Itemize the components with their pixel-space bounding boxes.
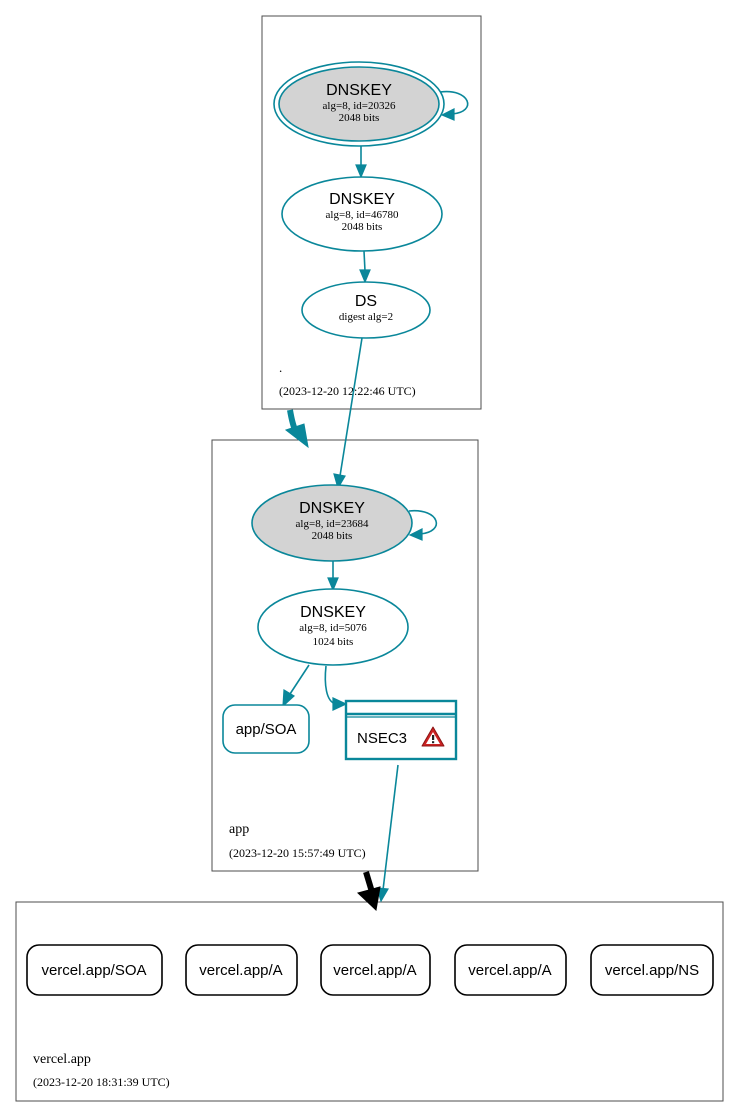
node-root-zsk-size: 2048 bits <box>342 221 383 233</box>
record-label: vercel.app/A <box>333 962 416 979</box>
zone-app-timestamp: (2023-12-20 15:57:49 UTC) <box>229 846 366 860</box>
node-root-ksk-size: 2048 bits <box>339 112 380 124</box>
zone-app-name: app <box>229 822 249 837</box>
edge-ds-to-app-ksk <box>333 337 363 490</box>
record-vercel-app-a-3[interactable]: vercel.app/A <box>454 944 567 996</box>
zone-root-name: . <box>279 360 282 375</box>
zone-vercel-app-box <box>15 901 724 1102</box>
delegation-app-to-vercel <box>357 871 381 912</box>
node-root-zsk[interactable]: DNSKEY alg=8, id=46780 2048 bits <box>281 176 443 252</box>
edge-root-ksk-to-zsk <box>355 146 367 179</box>
zone-vercel-app-timestamp: (2023-12-20 18:31:39 UTC) <box>33 1075 170 1089</box>
edge-app-zsk-to-soa <box>282 664 310 708</box>
node-nsec3[interactable]: NSEC3 <box>344 699 458 761</box>
record-label: vercel.app/A <box>468 962 551 979</box>
node-app-soa[interactable]: app/SOA <box>222 704 310 754</box>
warning-icon <box>421 726 445 747</box>
record-vercel-app-ns[interactable]: vercel.app/NS <box>590 944 714 996</box>
node-app-ds-type: DS <box>355 293 377 310</box>
node-app-ksk[interactable]: DNSKEY alg=8, id=23684 2048 bits <box>251 484 413 562</box>
node-root-ksk-type: DNSKEY <box>326 82 392 99</box>
edge-app-zsk-to-nsec3 <box>324 665 348 711</box>
record-vercel-app-a-2[interactable]: vercel.app/A <box>320 944 431 996</box>
edge-root-zsk-to-ds <box>359 250 371 284</box>
record-vercel-app-soa[interactable]: vercel.app/SOA <box>26 944 163 996</box>
node-nsec3-label: NSEC3 <box>357 730 407 747</box>
delegation-root-to-app <box>284 409 309 449</box>
edge-root-ksk-self <box>439 90 469 121</box>
node-root-ksk[interactable]: DNSKEY alg=8, id=20326 2048 bits <box>273 61 445 147</box>
record-vercel-app-a-1[interactable]: vercel.app/A <box>185 944 298 996</box>
node-app-zsk[interactable]: DNSKEY alg=8, id=5076 1024 bits <box>257 588 409 666</box>
node-app-soa-label: app/SOA <box>236 721 297 738</box>
node-app-zsk-type: DNSKEY <box>300 604 366 621</box>
node-app-ksk-detail: alg=8, id=23684 <box>296 518 369 530</box>
zone-vercel-app: vercel.app (2023-12-20 18:31:39 UTC) <box>15 901 724 1102</box>
record-label: vercel.app/SOA <box>41 962 146 979</box>
zone-vercel-app-name: vercel.app <box>33 1052 91 1067</box>
node-app-ksk-size: 2048 bits <box>312 530 353 542</box>
node-root-ksk-detail: alg=8, id=20326 <box>323 100 396 112</box>
node-app-zsk-detail: alg=8, id=5076 <box>299 622 367 634</box>
record-label: vercel.app/NS <box>605 962 699 979</box>
node-app-ksk-type: DNSKEY <box>299 500 365 517</box>
node-root-zsk-detail: alg=8, id=46780 <box>326 209 399 221</box>
node-app-zsk-size: 1024 bits <box>313 636 354 648</box>
edge-app-ksk-to-zsk <box>327 561 339 592</box>
node-app-ds-detail: digest alg=2 <box>339 311 393 323</box>
node-app-ds[interactable]: DS digest alg=2 <box>301 281 431 339</box>
zone-root-timestamp: (2023-12-20 12:22:46 UTC) <box>279 384 416 398</box>
edge-app-ksk-self <box>408 510 438 541</box>
node-root-zsk-type: DNSKEY <box>329 191 395 208</box>
record-label: vercel.app/A <box>199 962 282 979</box>
